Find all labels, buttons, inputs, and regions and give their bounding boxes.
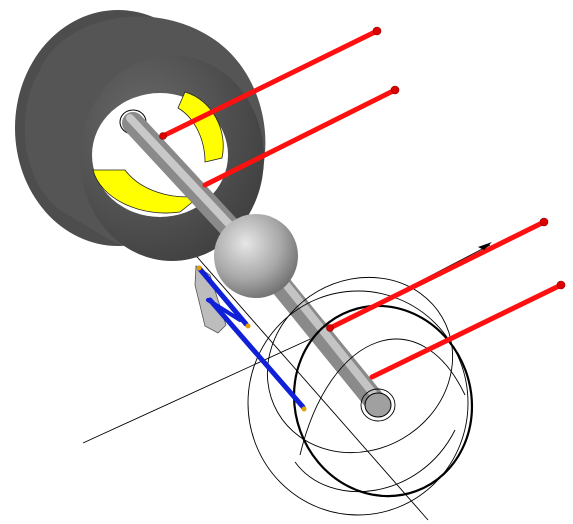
joint-dot <box>196 265 202 271</box>
wire-ring-inner <box>266 276 454 454</box>
red-rod-3[interactable] <box>327 219 547 331</box>
lower-links[interactable] <box>196 265 306 410</box>
rod-end-ball <box>390 85 400 95</box>
wire-arc <box>299 338 466 456</box>
blue-link-long[interactable] <box>207 297 306 410</box>
wheel-rim-yellow-upper <box>177 91 224 163</box>
wire-ring-bold <box>292 304 474 498</box>
wire-ring-outer <box>247 290 469 516</box>
axle-end-right-ring <box>360 388 396 422</box>
rod-end-ball <box>539 217 549 227</box>
red-rod-1[interactable] <box>160 28 380 139</box>
rear-axle-housing[interactable] <box>122 112 396 422</box>
differential-housing[interactable] <box>214 214 298 298</box>
rod-end-ball <box>372 26 382 36</box>
ground-reference-line <box>82 329 331 444</box>
axle-end-right <box>364 392 392 418</box>
rod-end-ball <box>326 324 334 332</box>
upper-control-rods[interactable] <box>160 28 564 380</box>
joint-dot <box>301 406 307 412</box>
link-joints <box>196 265 307 412</box>
wheel-rim-yellow <box>92 169 202 214</box>
blue-link-upper[interactable] <box>196 265 249 327</box>
rod-end-ball <box>159 132 167 140</box>
red-rod-4[interactable] <box>369 282 564 380</box>
wire-arc-lower <box>294 429 456 492</box>
rod-end-joints <box>159 26 566 332</box>
joint-dot <box>245 323 251 329</box>
right-wheel-wireframe[interactable] <box>235 244 498 521</box>
rod-end-ball <box>556 280 566 290</box>
red-rod-2[interactable] <box>202 87 398 188</box>
arrow-marker <box>478 242 492 250</box>
